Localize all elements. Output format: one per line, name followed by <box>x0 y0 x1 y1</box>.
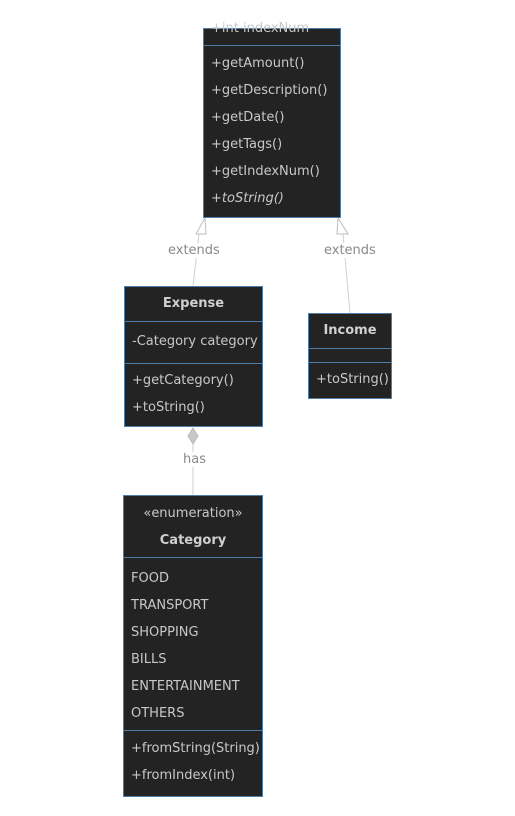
income-class-box: Income +toString() <box>308 313 392 399</box>
method-to-string: +toString() <box>316 372 389 387</box>
enum-values-section: FOOD TRANSPORT SHOPPING BILLS ENTERTAINM… <box>124 557 262 730</box>
method-to-string: +toString() <box>132 400 205 415</box>
expense-attributes-section: -Category category <box>125 321 262 363</box>
enum-value-food: FOOD <box>131 571 169 586</box>
income-methods-section: +toString() <box>309 362 391 398</box>
enum-value-entertainment: ENTERTAINMENT <box>131 679 240 694</box>
income-attributes-section <box>309 348 391 362</box>
composition-diamond <box>187 427 199 445</box>
expense-methods-section: +getCategory() +toString() <box>125 363 262 426</box>
enum-value-shopping: SHOPPING <box>131 625 199 640</box>
enum-value-others: OTHERS <box>131 706 185 721</box>
extends-label-left: extends <box>166 243 222 258</box>
enum-value-bills: BILLS <box>131 652 167 667</box>
expense-class-name: Expense <box>162 296 225 311</box>
enum-value-transport: TRANSPORT <box>131 598 209 613</box>
method-get-date: +getDate() <box>211 110 285 125</box>
parent-attribute-section: +int indexNum <box>204 21 340 36</box>
extends-label-right: extends <box>322 243 378 258</box>
attribute-category: -Category category <box>132 334 258 349</box>
category-enum-box: «enumeration» Category FOOD TRANSPORT SH… <box>123 495 263 797</box>
has-label: has <box>181 452 208 467</box>
parent-methods-section: +getAmount() +getDescription() +getDate(… <box>204 45 340 217</box>
enum-methods-section: +fromString(String) +fromIndex(int) <box>124 730 262 796</box>
expense-class-box: Expense -Category category +getCategory(… <box>124 286 263 427</box>
parent-attribute: +int indexNum <box>211 21 310 36</box>
method-get-category: +getCategory() <box>132 373 234 388</box>
enum-stereotype: «enumeration» <box>143 506 243 521</box>
method-from-index: +fromIndex(int) <box>131 768 236 783</box>
inheritance-arrow-income <box>336 216 349 235</box>
extends-line-expense <box>192 233 200 287</box>
income-class-name: Income <box>323 323 377 338</box>
method-get-index-num: +getIndexNum() <box>211 164 320 179</box>
method-get-amount: +getAmount() <box>211 56 305 71</box>
category-enum-name: Category <box>159 533 227 548</box>
inheritance-arrow-expense <box>195 216 207 235</box>
method-get-tags: +getTags() <box>211 137 283 152</box>
method-get-description: +getDescription() <box>211 83 328 98</box>
method-to-string-abstract: +toString() <box>211 191 284 206</box>
method-from-string: +fromString(String) <box>131 741 260 756</box>
parent-class-box: +int indexNum +getAmount() +getDescripti… <box>203 21 341 218</box>
